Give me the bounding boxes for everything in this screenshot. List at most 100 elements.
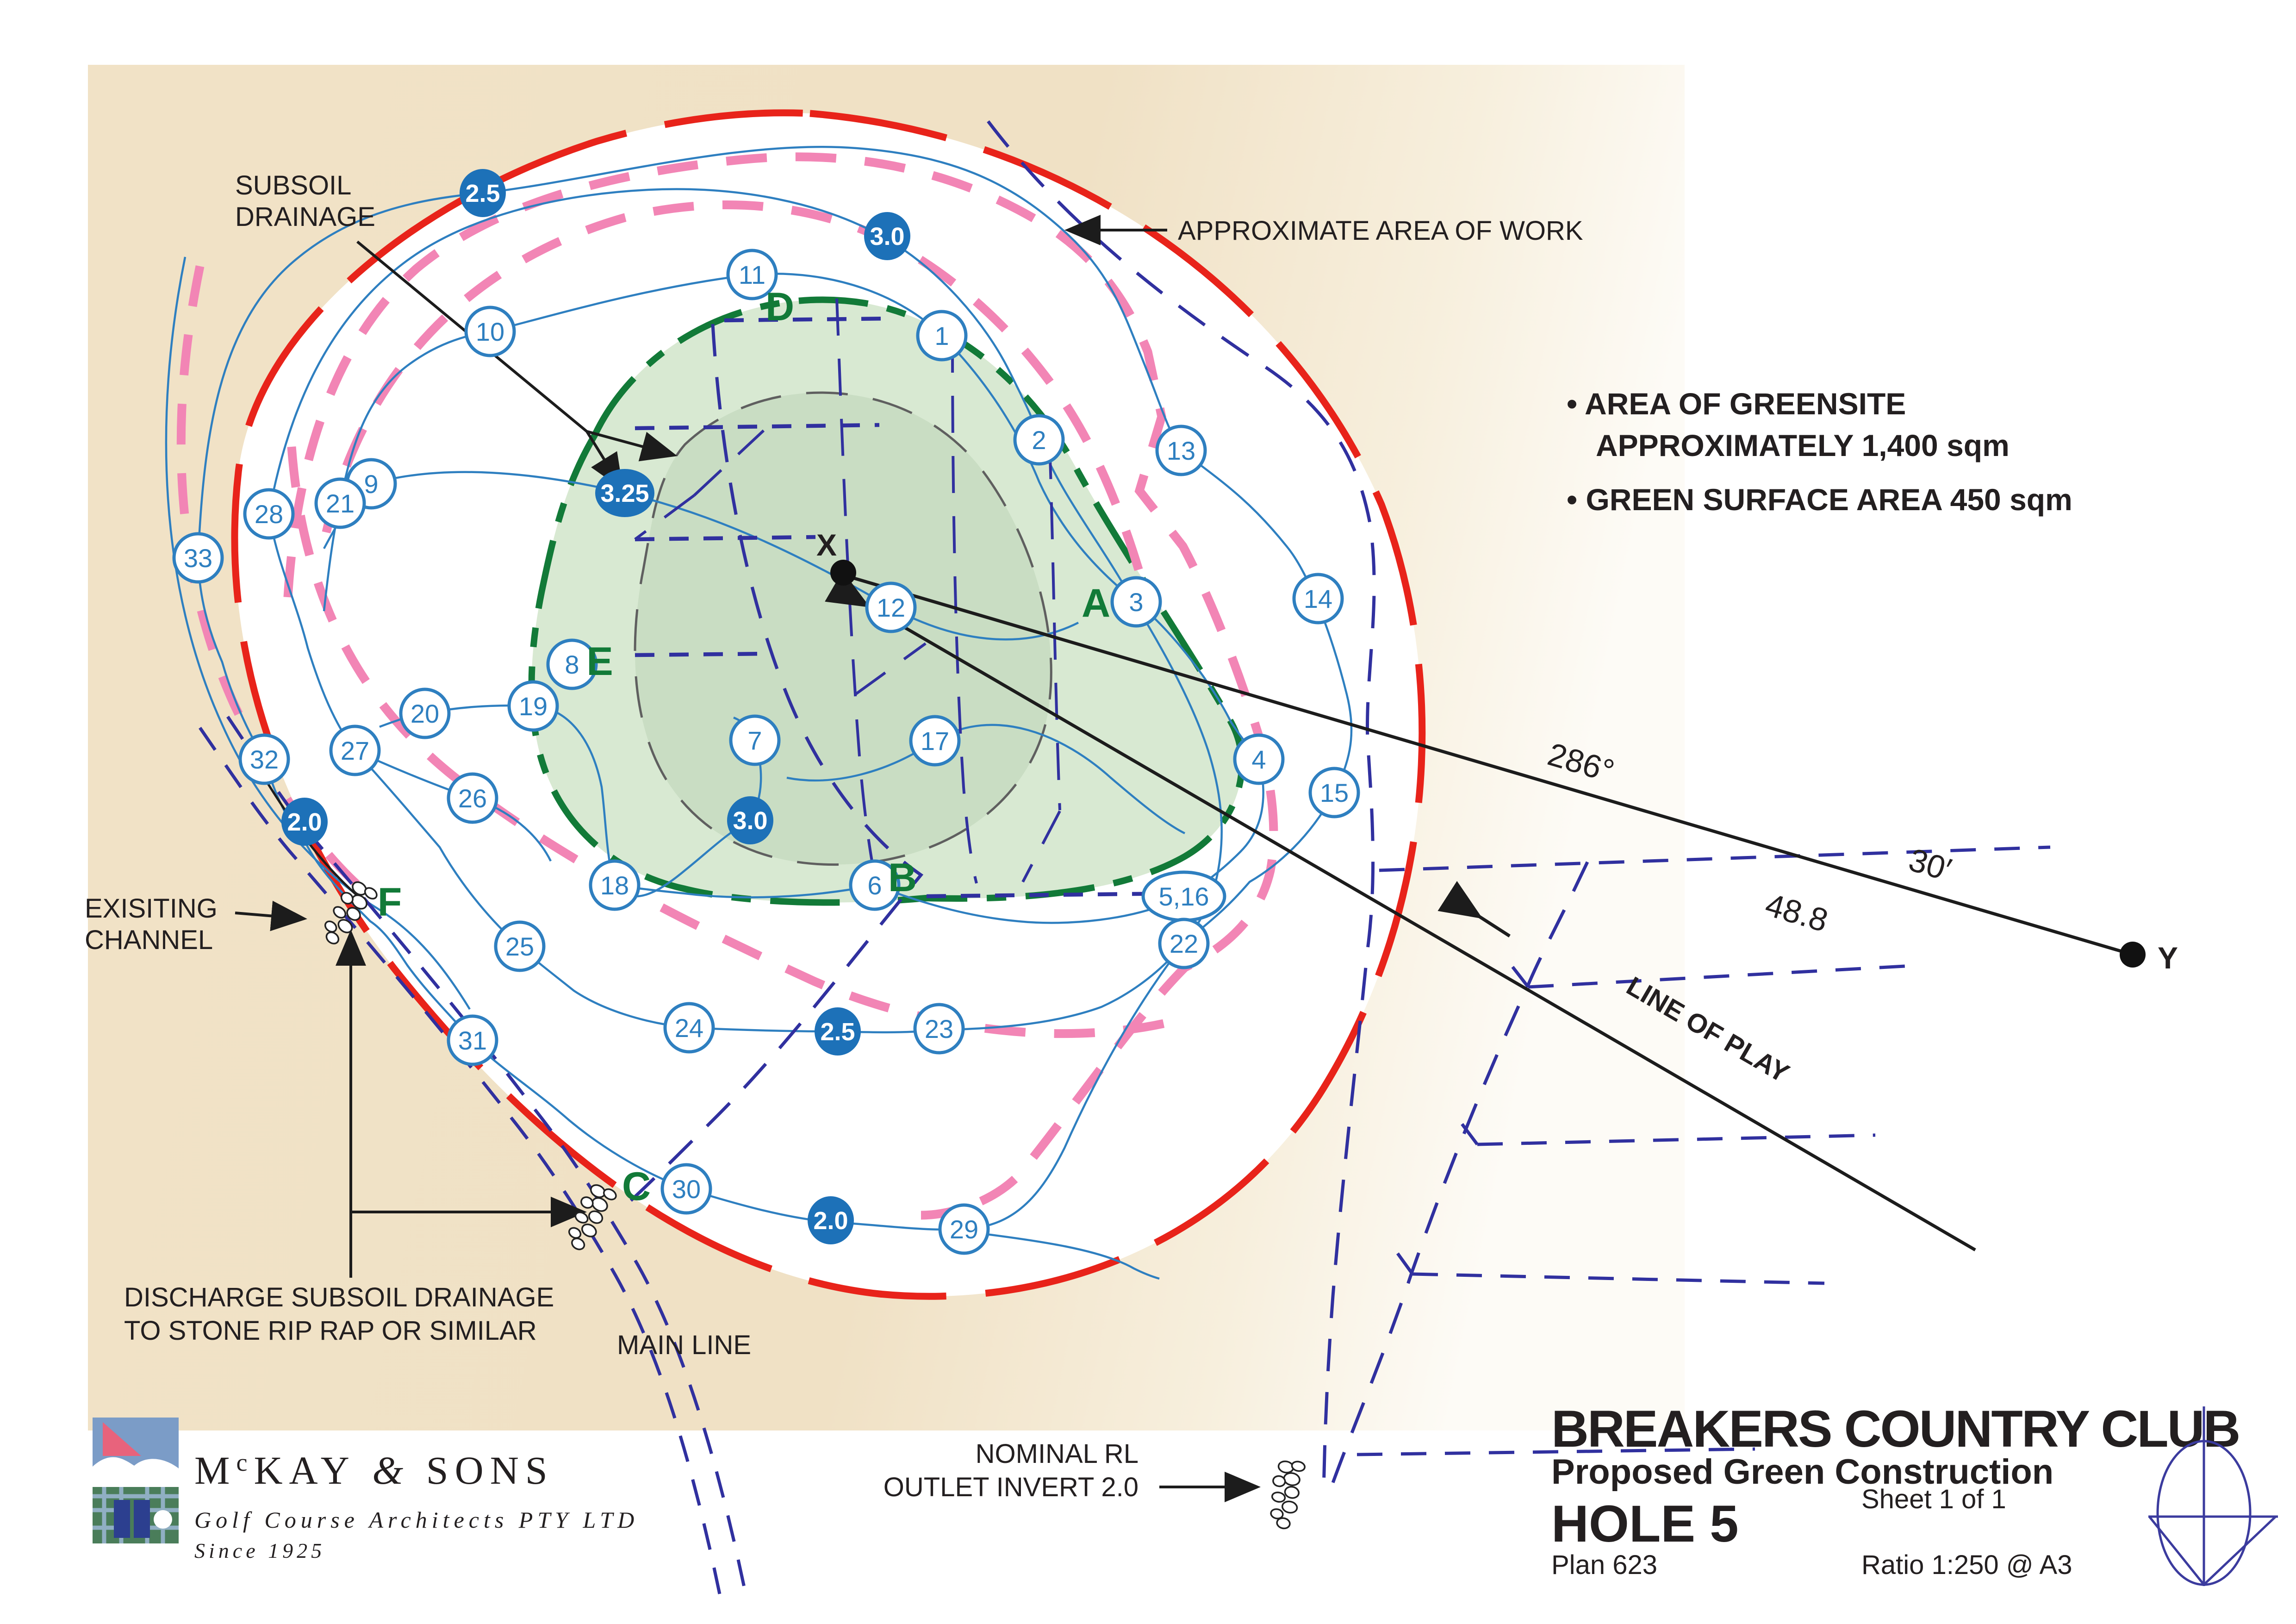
elevation-value: 2.5 [465, 180, 500, 207]
main-line-pipe-1 [199, 727, 723, 1601]
station-number: 23 [925, 1014, 953, 1043]
station-marker: 11 [726, 249, 778, 300]
station-number: 29 [950, 1215, 978, 1244]
station-circle [1110, 576, 1162, 628]
station-number: 14 [1304, 584, 1332, 613]
station-number: 15 [1320, 778, 1349, 807]
point-x-dot [830, 560, 856, 586]
station-marker: 12 [865, 581, 917, 633]
station-number: 19 [519, 692, 548, 721]
point-x-label: X [816, 528, 837, 562]
station-marker: 18 [589, 859, 641, 911]
station-marker: 13 [1155, 425, 1207, 476]
station-circle [916, 310, 968, 362]
station-circle [314, 477, 366, 529]
drainage-lateral-east-5 [1356, 1447, 1755, 1456]
station-circle [494, 920, 546, 972]
station-marker: 17 [909, 715, 961, 767]
elevation-circle [815, 1007, 861, 1056]
station-marker: 6 [849, 859, 901, 911]
bearing-line-x-y [852, 576, 2133, 956]
station-circle [1233, 733, 1285, 785]
main-line-pipe-2 [226, 716, 747, 1592]
rip-rap-stones-outlet [1263, 1456, 1307, 1531]
existing-channel-label-1: EXISITING [85, 893, 218, 924]
station-number: 1 [934, 321, 949, 350]
contour-tail-29 [964, 1230, 1160, 1280]
station-marker: 20 [399, 687, 451, 739]
drainage-main-branch [1327, 861, 1589, 1494]
logo-name: McKAY & SONS [194, 1448, 554, 1493]
elevation-circle [595, 469, 654, 517]
station-number: 8 [565, 650, 579, 679]
note-green-surface: • GREEN SURFACE AREA 450 sqm [1567, 482, 2072, 517]
elevation-marker: 2.5 [815, 1007, 861, 1056]
drainage-diagonal-4 [1021, 810, 1061, 883]
drainage-lateral-east-3 [1477, 1133, 1876, 1146]
point-y-label: Y [2158, 941, 2178, 975]
station-number: 21 [326, 489, 355, 518]
station-marker: 2 [1013, 414, 1065, 466]
elevation-marker: 3.0 [727, 796, 773, 844]
subsoil-drainage-network [199, 120, 2051, 1601]
drainage-lateral-east-2 [1528, 963, 1922, 989]
station-circle [172, 532, 224, 584]
station-circle [243, 488, 295, 540]
station-markers: 12345,1667891011121314151718192021222324… [172, 249, 1360, 1255]
station-circle [1158, 918, 1210, 969]
drainage-lateral-east-4 [1412, 1272, 1825, 1285]
drainage-diagonal-3 [854, 642, 927, 696]
benchmark-icon [2148, 1406, 2278, 1586]
station-circle [726, 249, 778, 300]
note-greensite-area-1: • AREA OF GREENSITE [1567, 387, 1906, 421]
distance-label: 48.8 [1761, 887, 1832, 939]
station-marker: 31 [447, 1014, 498, 1066]
station-circle [447, 1014, 498, 1066]
station-circle [399, 687, 451, 739]
greensite-letter-c: C [622, 1164, 651, 1209]
discharge-label-2: TO STONE RIP RAP OR SIMILAR [124, 1316, 537, 1346]
station-circle [1155, 425, 1207, 476]
drainage-diagonal-1 [693, 429, 765, 497]
nominal-outlet-label-2: OUTLET INVERT 2.0 [884, 1472, 1139, 1502]
station-number: 24 [675, 1013, 703, 1043]
drainage-cross-5 [926, 891, 1176, 899]
station-number: 13 [1167, 436, 1195, 465]
station-circle [729, 714, 781, 766]
subsoil-drainage-label-2: DRAINAGE [235, 202, 375, 232]
station-marker: 28 [243, 488, 295, 540]
station-circle [589, 859, 641, 911]
station-circle [464, 306, 516, 357]
title-sheet: Sheet 1 of 1 [1861, 1484, 2006, 1514]
elevation-marker: 3.25 [595, 469, 654, 517]
station-marker: 15 [1308, 767, 1360, 818]
station-marker: 1 [916, 310, 968, 362]
title-club: BREAKERS COUNTRY CLUB [1551, 1400, 2239, 1458]
station-circle [663, 1002, 715, 1054]
greensite-letter-a: A [1082, 581, 1110, 625]
station-circle [865, 581, 917, 633]
elevation-marker: 3.0 [864, 212, 910, 260]
drainage-spine [621, 324, 924, 1210]
elevation-circle [460, 169, 506, 217]
title-ratio: Ratio 1:250 @ A3 [1861, 1550, 2072, 1580]
station-marker: 8 [546, 638, 598, 690]
station-number: 22 [1170, 929, 1198, 958]
greensite-letter-e: E [586, 639, 613, 684]
station-marker: 26 [447, 772, 498, 824]
station-number: 4 [1251, 745, 1266, 774]
station-number: 33 [184, 543, 212, 573]
greensite-letter-f: F [378, 880, 402, 924]
station-number: 2 [1032, 425, 1046, 455]
line-of-play-mid-arrow [1437, 881, 1511, 937]
greensite-letter-d: D [765, 285, 794, 329]
station-marker: 23 [913, 1003, 965, 1055]
main-line-label: MAIN LINE [617, 1330, 751, 1360]
pink-contour-outer [283, 152, 1278, 1220]
line-of-play-line [825, 571, 1976, 1252]
station-circle [447, 772, 498, 824]
drainage-lateral-east-1 [1379, 845, 2051, 872]
